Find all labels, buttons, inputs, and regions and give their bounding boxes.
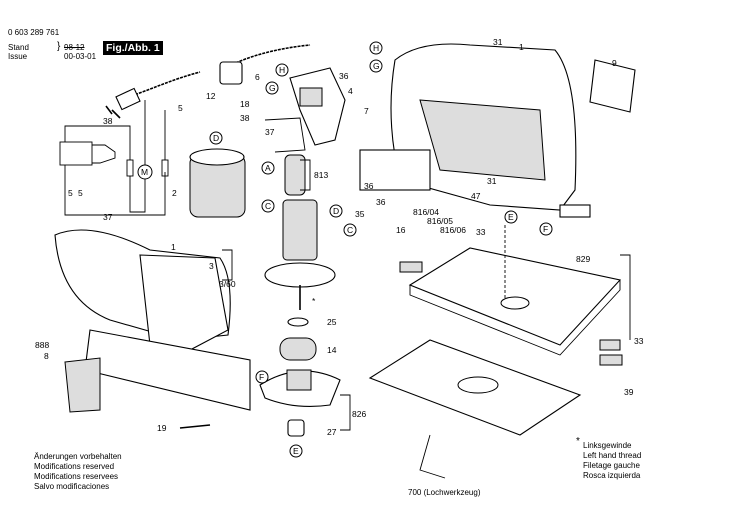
note-en: Modifications reserved xyxy=(34,462,115,471)
callout: 3/60 xyxy=(219,279,236,289)
bearing-14 xyxy=(279,337,317,361)
note-de: Änderungen vorbehalten xyxy=(34,452,122,461)
callout: 18 xyxy=(240,99,250,109)
stand-label: Stand xyxy=(8,43,29,52)
note-es: Rosca izquierda xyxy=(583,471,641,480)
callout: 16 xyxy=(396,225,406,235)
callout: 31 xyxy=(487,176,497,186)
note-fr: Modifications reservees xyxy=(34,472,119,481)
callout-letter: G xyxy=(269,83,276,93)
callout: 37 xyxy=(265,127,275,137)
callout: 2 xyxy=(172,188,177,198)
callout: 19 xyxy=(157,423,167,433)
callout: 6 xyxy=(255,72,260,82)
callout: 829 xyxy=(576,254,590,264)
bearing-813 xyxy=(284,154,306,196)
issue-label: Issue xyxy=(8,52,28,61)
asterisk: * xyxy=(576,436,580,447)
callout: 31 xyxy=(493,37,503,47)
callout: 36 xyxy=(364,181,374,191)
switch-assembly xyxy=(264,67,346,153)
figure-label: Fig./Abb. 1 xyxy=(103,41,163,55)
motor-symbol xyxy=(137,164,153,180)
callout: 38 xyxy=(240,113,250,123)
callout: 816/05 xyxy=(427,216,453,226)
callout: 25 xyxy=(327,317,337,327)
callout: 12 xyxy=(206,91,216,101)
callout-letter: G xyxy=(373,61,380,71)
terminal-label: 5 xyxy=(78,188,83,198)
power-cord xyxy=(105,44,311,119)
callout: 33 xyxy=(476,227,486,237)
callout-letter: D xyxy=(213,133,219,143)
wire-37-label: 37 xyxy=(103,212,113,222)
callout: 816/04 xyxy=(413,207,439,217)
callout: 35 xyxy=(355,209,365,219)
sanding-base xyxy=(368,225,623,479)
callout-letter: D xyxy=(333,206,339,216)
callouts: 31 1 9 H G 6 H 36 4 7 12 G 18 5 38 37 A … xyxy=(35,37,644,458)
callout: 3 xyxy=(209,261,214,271)
callout: 816/06 xyxy=(440,225,466,235)
callout: 47 xyxy=(471,191,481,201)
callout-letter: F xyxy=(543,224,548,234)
wiring-schematic: M 38 37 5 5 xyxy=(59,100,169,222)
callout-letter: C xyxy=(265,201,271,211)
motor-housing xyxy=(359,43,636,218)
field-coil xyxy=(189,148,306,218)
sander-housing xyxy=(54,229,251,429)
callout: 888 xyxy=(35,340,49,350)
callout: 1 xyxy=(171,242,176,252)
callout: 1 xyxy=(519,42,524,52)
callout: 8 xyxy=(44,351,49,361)
callout: 5 xyxy=(178,103,183,113)
callout-letter: E xyxy=(508,212,514,222)
part-number: 0 603 289 761 xyxy=(8,28,60,37)
wire-38-label: 38 xyxy=(103,116,113,126)
note-en: Left hand thread xyxy=(583,451,642,460)
issue-value: 00-03-01 xyxy=(64,52,97,61)
label-plate-9 xyxy=(589,59,636,113)
bracket: } xyxy=(57,41,61,52)
callout: 36 xyxy=(339,71,349,81)
callout: 4 xyxy=(348,86,353,96)
stand-value: 98-12 xyxy=(64,43,85,52)
callout-letter: H xyxy=(279,65,285,75)
motor-label: M xyxy=(141,167,148,177)
pad-888 xyxy=(64,357,101,413)
note-fr: Filetage gauche xyxy=(583,461,640,470)
base-plate xyxy=(84,329,251,411)
note-de: Linksgewinde xyxy=(583,441,632,450)
callout: 826 xyxy=(352,409,366,419)
screw-19 xyxy=(179,424,211,429)
callout: 813 xyxy=(314,170,328,180)
terminal-label: 5 xyxy=(68,188,73,198)
callout: 39 xyxy=(624,387,634,397)
callout: 36 xyxy=(376,197,386,207)
washer-25 xyxy=(287,317,309,327)
callout: 9 xyxy=(612,58,617,68)
callout: * xyxy=(312,296,316,306)
armature xyxy=(259,199,341,437)
callout-letter: E xyxy=(293,446,299,456)
switch-module xyxy=(359,149,431,191)
callout: 7 xyxy=(364,106,369,116)
callout-letter: F xyxy=(259,372,264,382)
callout: 14 xyxy=(327,345,337,355)
callout-letter: H xyxy=(373,43,379,53)
callout-letter: A xyxy=(265,163,271,173)
callout: 33 xyxy=(634,336,644,346)
note-es: Salvo modificaciones xyxy=(34,482,110,491)
callout: 27 xyxy=(327,427,337,437)
hole-tool-label: 700 (Lochwerkzeug) xyxy=(408,488,481,497)
bushing-27 xyxy=(287,419,305,437)
callout-letter: C xyxy=(347,225,353,235)
